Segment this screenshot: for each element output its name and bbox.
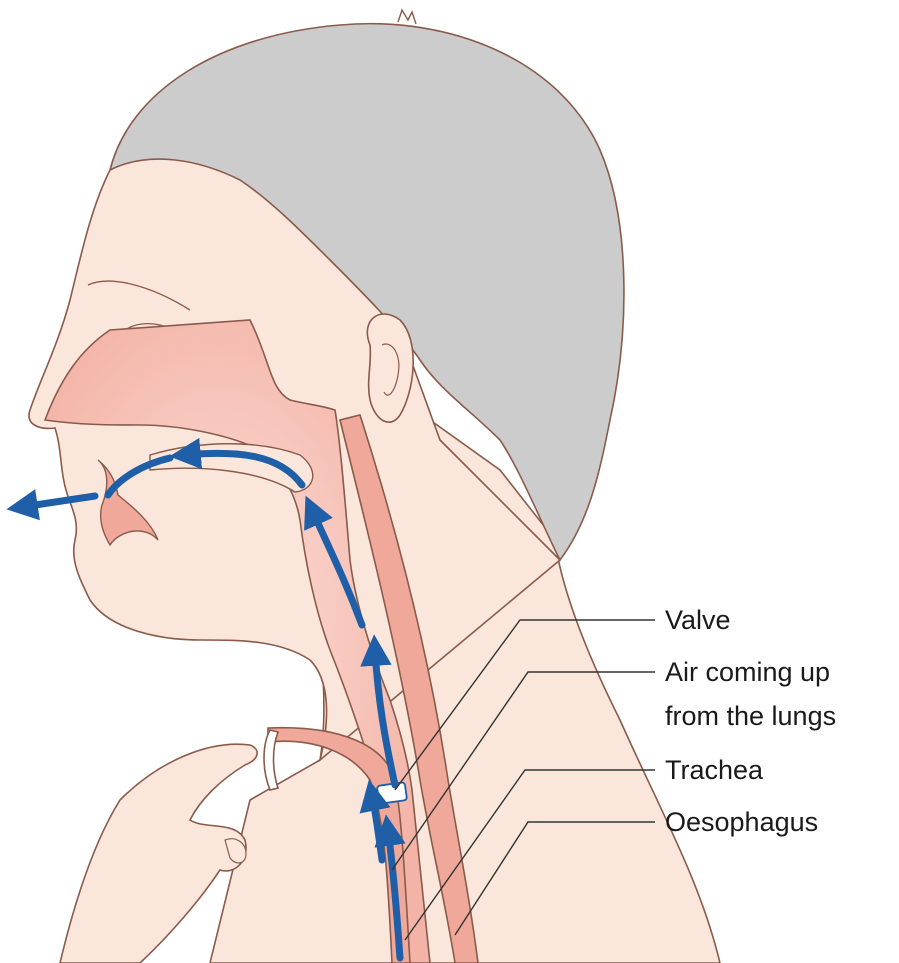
hair-tuft: [398, 10, 416, 24]
stoma: [264, 730, 278, 790]
label-oesophagus: Oesophagus: [665, 806, 818, 838]
label-trachea: Trachea: [665, 754, 763, 786]
label-air-line1: Air coming up: [665, 656, 830, 688]
label-valve: Valve: [665, 604, 731, 636]
label-air-line2: from the lungs: [665, 700, 836, 732]
